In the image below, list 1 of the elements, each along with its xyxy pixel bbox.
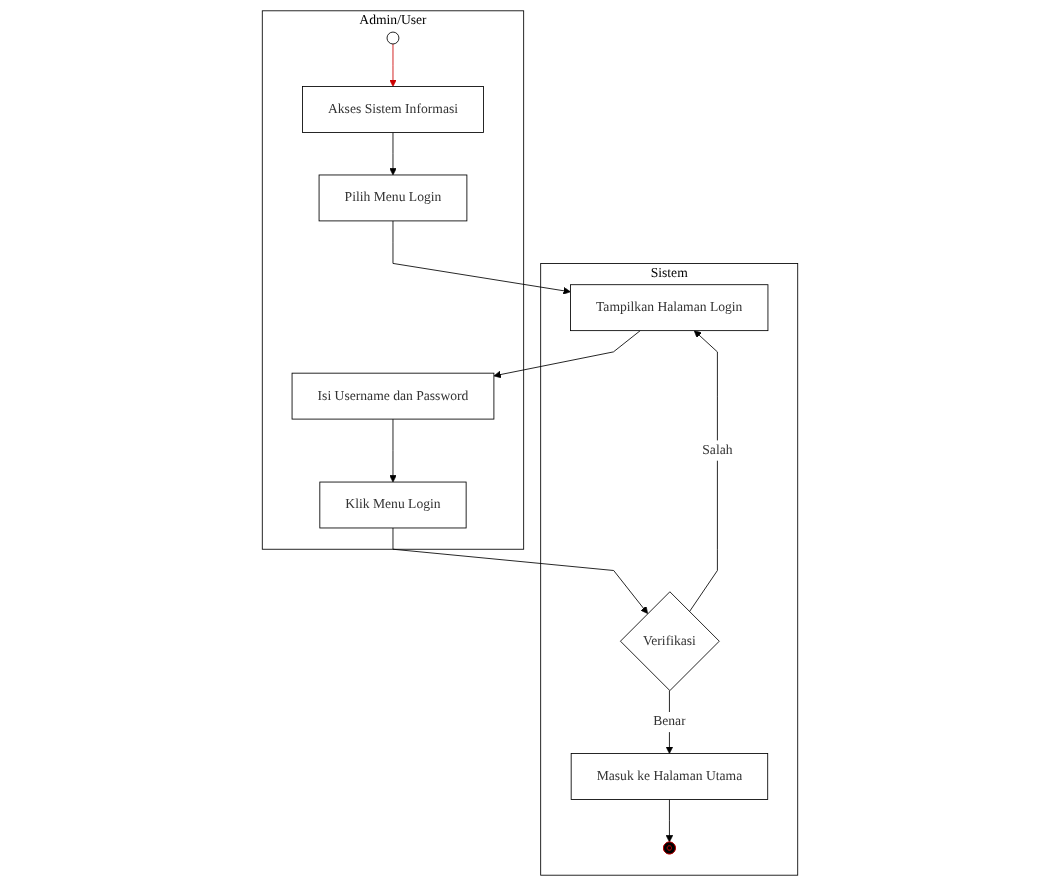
node-circle (386, 31, 400, 45)
